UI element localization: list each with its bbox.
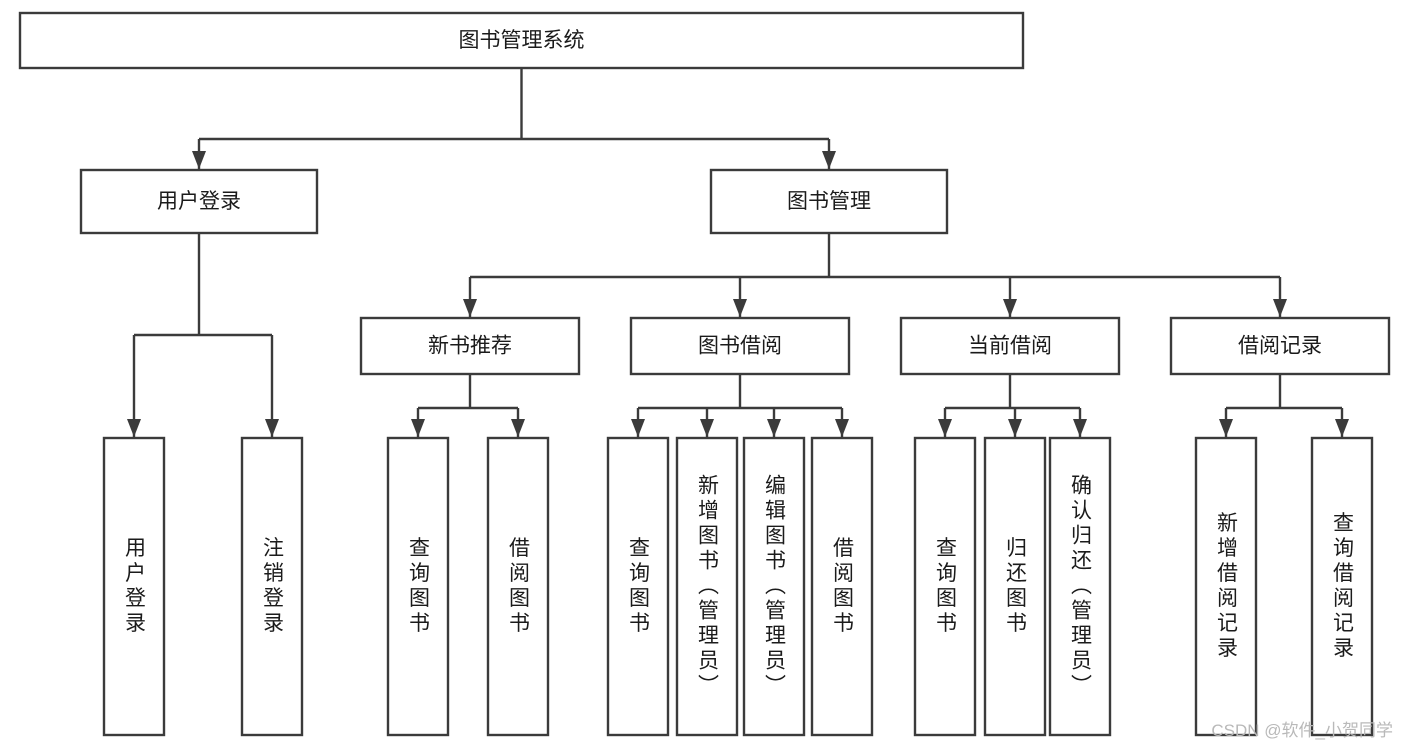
node-leaf-4[interactable]: 查询图书 (606, 436, 670, 737)
arrow-head-icon (265, 419, 279, 437)
node-box (899, 316, 1121, 376)
node-leaf-9[interactable]: 归还图书 (983, 436, 1047, 737)
node-label-vertical: 借阅图书 (507, 537, 531, 637)
node-box (742, 436, 806, 737)
node-level2-3[interactable]: 借阅记录 (1169, 316, 1391, 376)
arrow-head-icon (822, 151, 836, 169)
node-label-vertical: 归还图书 (1004, 537, 1028, 637)
node-label-vertical: 用户登录 (123, 537, 147, 637)
node-level2-1[interactable]: 图书借阅 (629, 316, 851, 376)
arrow-head-icon (767, 419, 781, 437)
node-leaf-3[interactable]: 借阅图书 (486, 436, 550, 737)
node-label-vertical: 查询借阅记录 (1331, 512, 1355, 662)
node-leaf-5[interactable]: 新增图书（管理员） (675, 436, 739, 737)
node-box (359, 316, 581, 376)
arrow-head-icon (1219, 419, 1233, 437)
arrow-head-icon (938, 419, 952, 437)
csdn-watermark: CSDN @软件_小贺同学 (1211, 721, 1393, 740)
node-label: 借阅记录 (1238, 335, 1322, 358)
node-level1-1[interactable]: 图书管理 (709, 168, 949, 235)
node-label-vertical: 新增借阅记录 (1215, 512, 1239, 662)
node-leaf-0[interactable]: 用户登录 (102, 436, 166, 737)
node-level2-0[interactable]: 新书推荐 (359, 316, 581, 376)
node-leaf-8[interactable]: 查询图书 (913, 436, 977, 737)
node-box (675, 436, 739, 737)
node-leaf-11[interactable]: 新增借阅记录 (1194, 436, 1258, 737)
node-box (386, 436, 450, 737)
node-box (79, 168, 319, 235)
arrow-head-icon (192, 151, 206, 169)
arrow-head-icon (463, 299, 477, 317)
node-root-system[interactable]: 图书管理系统 (18, 11, 1025, 70)
arrow-head-icon (733, 299, 747, 317)
node-box (913, 436, 977, 737)
node-box (629, 316, 851, 376)
node-leaf-2[interactable]: 查询图书 (386, 436, 450, 737)
node-leaf-10[interactable]: 确认归还（管理员） (1048, 436, 1112, 737)
node-label-vertical: 编辑图书（管理员） (763, 474, 787, 699)
node-label: 当前借阅 (968, 335, 1052, 358)
arrow-head-icon (1008, 419, 1022, 437)
node-box (983, 436, 1047, 737)
arrow-head-icon (1003, 299, 1017, 317)
node-box (1169, 316, 1391, 376)
arrow-head-icon (411, 419, 425, 437)
node-box (1194, 436, 1258, 737)
node-box (1310, 436, 1374, 737)
node-label-vertical: 查询图书 (407, 537, 431, 637)
node-label: 新书推荐 (428, 335, 512, 358)
arrow-head-icon (127, 419, 141, 437)
node-label: 图书借阅 (698, 335, 782, 358)
node-box (240, 436, 304, 737)
node-label-vertical: 查询图书 (934, 537, 958, 637)
node-level2-2[interactable]: 当前借阅 (899, 316, 1121, 376)
node-leaf-7[interactable]: 借阅图书 (810, 436, 874, 737)
node-box (486, 436, 550, 737)
node-box (810, 436, 874, 737)
arrow-head-icon (835, 419, 849, 437)
node-label-vertical: 借阅图书 (831, 537, 855, 637)
node-label-vertical: 新增图书（管理员） (696, 474, 720, 699)
node-box (606, 436, 670, 737)
node-leaf-6[interactable]: 编辑图书（管理员） (742, 436, 806, 737)
node-label: 图书管理 (787, 190, 871, 213)
node-box (709, 168, 949, 235)
arrow-head-icon (1335, 419, 1349, 437)
node-box (102, 436, 166, 737)
arrow-head-icon (631, 419, 645, 437)
node-label-vertical: 查询图书 (627, 537, 651, 637)
arrow-head-icon (1273, 299, 1287, 317)
node-label-vertical: 注销登录 (261, 537, 285, 637)
arrow-head-icon (1073, 419, 1087, 437)
node-leaf-12[interactable]: 查询借阅记录 (1310, 436, 1374, 737)
node-leaf-1[interactable]: 注销登录 (240, 436, 304, 737)
arrow-head-icon (700, 419, 714, 437)
node-level1-0[interactable]: 用户登录 (79, 168, 319, 235)
node-label: 图书管理系统 (459, 29, 585, 52)
node-label: 用户登录 (157, 190, 241, 213)
arrow-head-icon (511, 419, 525, 437)
node-label-vertical: 确认归还（管理员） (1069, 474, 1093, 699)
node-box (1048, 436, 1112, 737)
node-box (18, 11, 1025, 70)
